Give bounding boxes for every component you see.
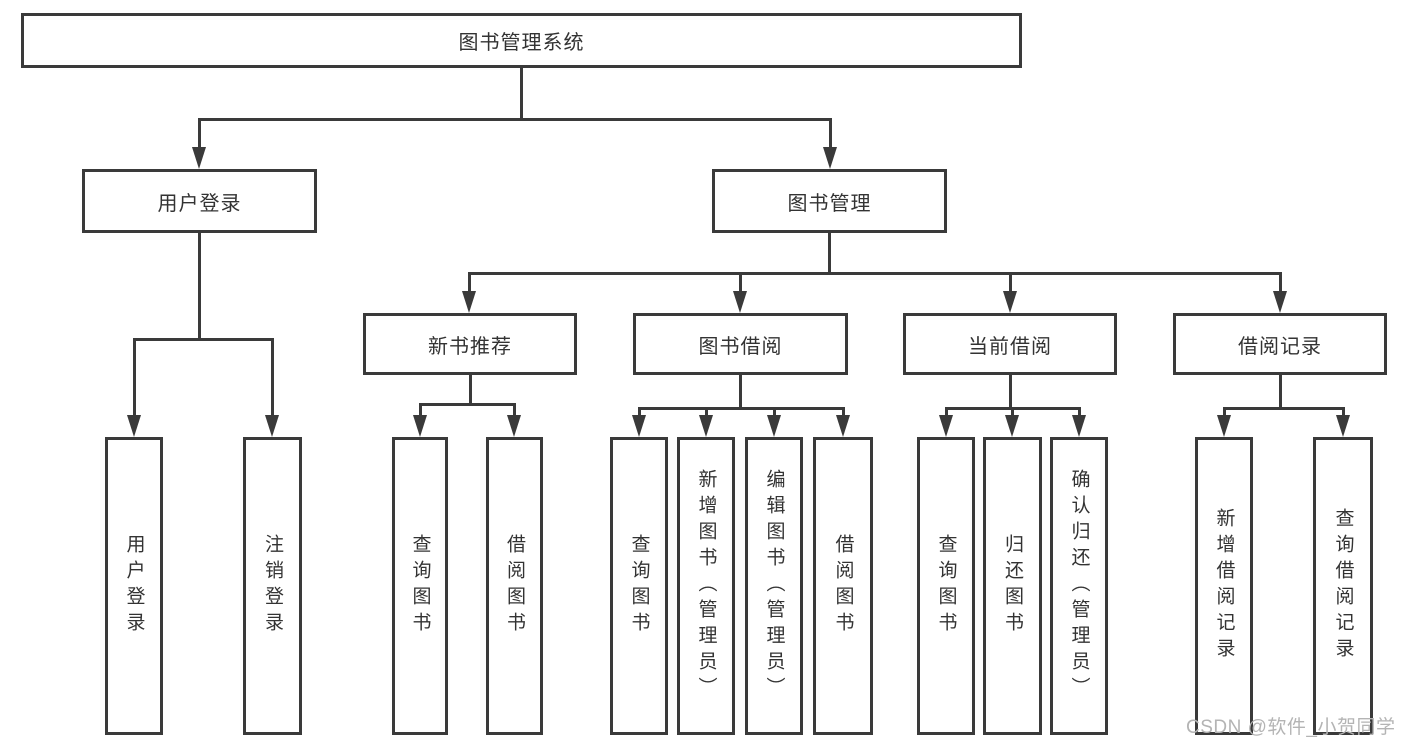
connector-user-login-stem (198, 233, 201, 338)
leaf-user-login: 用户登录 (105, 437, 163, 735)
connector-drop-borrow-records (1278, 272, 1282, 294)
leaf-edit-books-admin: 编辑图书（管理员） (745, 437, 803, 735)
leaf-borrow-books: 借阅图书 (813, 437, 873, 735)
connector-drop (841, 407, 845, 418)
connector-book-mgmt-rail (467, 272, 1282, 275)
node-library-management-system: 图书管理系统 (21, 13, 1022, 68)
node-label: 新增借阅记录 (1213, 508, 1235, 664)
arrowhead-icon (699, 415, 713, 437)
node-label: 图书管理系统 (458, 32, 585, 54)
node-label: 当前借阅 (968, 335, 1052, 358)
connector-book-mgmt-stem (828, 233, 831, 272)
connector-new-book-stem (468, 375, 472, 403)
connector-borrow-records-stem (1278, 375, 1282, 407)
connector-new-book-rail (418, 403, 516, 406)
connector-user-login-rail (132, 338, 274, 341)
connector-drop (1010, 407, 1014, 418)
node-label: 注销登录 (262, 534, 283, 638)
arrowhead-icon (192, 147, 206, 169)
node-label: 借阅记录 (1238, 335, 1322, 358)
connector-drop (772, 407, 776, 418)
leaf-query-books-borrowing: 查询图书 (610, 437, 668, 735)
connector-drop (637, 407, 641, 418)
connector-drop (704, 407, 708, 418)
connector-drop (1077, 407, 1081, 418)
node-label: 借阅图书 (832, 534, 854, 638)
node-label: 查询图书 (935, 534, 957, 638)
arrowhead-icon (1072, 415, 1086, 437)
arrowhead-icon (413, 415, 427, 437)
arrowhead-icon (127, 415, 141, 437)
arrowhead-icon (632, 415, 646, 437)
node-label: 用户登录 (157, 192, 242, 215)
node-label: 新增图书（管理员） (695, 469, 717, 703)
connector-drop (512, 403, 516, 418)
arrowhead-icon (939, 415, 953, 437)
connector-drop (944, 407, 948, 418)
connector-drop-book-borrow (738, 272, 742, 294)
arrowhead-icon (462, 291, 476, 313)
connector-drop-current-borrow (1008, 272, 1012, 294)
node-label: 图书管理 (787, 192, 872, 215)
connector-drop (418, 403, 422, 418)
arrowhead-icon (1005, 415, 1019, 437)
connector-drop-new-book (467, 272, 471, 294)
node-book-management: 图书管理 (712, 169, 947, 233)
leaf-logout: 注销登录 (243, 437, 302, 735)
leaf-add-borrow-record: 新增借阅记录 (1195, 437, 1253, 735)
connector-drop-leaf-login (132, 338, 136, 418)
node-user-login: 用户登录 (82, 169, 317, 233)
arrowhead-icon (1273, 291, 1287, 313)
arrowhead-icon (767, 415, 781, 437)
node-label: 确认归还（管理员） (1068, 469, 1090, 703)
node-borrowing-records: 借阅记录 (1173, 313, 1387, 375)
node-label: 借阅图书 (504, 534, 525, 638)
leaf-confirm-return-admin: 确认归还（管理员） (1050, 437, 1108, 735)
node-label: 编辑图书（管理员） (763, 469, 785, 703)
connector-drop-book-mgmt (828, 118, 832, 150)
arrowhead-icon (265, 415, 279, 437)
connector-book-borrow-stem (739, 375, 742, 407)
connector-drop-user-login (197, 118, 201, 150)
leaf-add-books-admin: 新增图书（管理员） (677, 437, 735, 735)
connector-drop (1222, 407, 1226, 418)
node-label: 新书推荐 (428, 335, 512, 358)
node-new-book-recommend: 新书推荐 (363, 313, 577, 375)
connector-current-borrow-stem (1008, 375, 1012, 407)
csdn-watermark: CSDN @软件_小贺同学 (1186, 717, 1396, 738)
arrowhead-icon (823, 147, 837, 169)
node-book-borrowing: 图书借阅 (633, 313, 848, 375)
arrowhead-icon (507, 415, 521, 437)
node-label: 查询图书 (409, 534, 431, 638)
connector-root-stem (520, 68, 523, 118)
node-label: 归还图书 (1002, 534, 1023, 638)
leaf-return-books: 归还图书 (983, 437, 1042, 735)
leaf-query-borrow-record: 查询借阅记录 (1313, 437, 1373, 735)
node-current-borrowing: 当前借阅 (903, 313, 1117, 375)
connector-borrow-records-rail (1222, 407, 1345, 410)
connector-drop-leaf-logout (271, 338, 274, 418)
node-label: 用户登录 (123, 534, 145, 638)
connector-drop (1341, 407, 1345, 418)
arrowhead-icon (1336, 415, 1350, 437)
leaf-borrow-books-recommend: 借阅图书 (486, 437, 543, 735)
arrowhead-icon (1217, 415, 1231, 437)
arrowhead-icon (1003, 291, 1017, 313)
node-label: 图书借阅 (698, 335, 783, 358)
leaf-query-books-recommend: 查询图书 (392, 437, 448, 735)
connector-root-rail (197, 118, 832, 121)
arrowhead-icon (733, 291, 747, 313)
leaf-query-books-current: 查询图书 (917, 437, 975, 735)
connector-book-borrow-rail (637, 407, 845, 410)
arrowhead-icon (836, 415, 850, 437)
node-label: 查询图书 (628, 534, 650, 638)
node-label: 查询借阅记录 (1332, 508, 1354, 664)
